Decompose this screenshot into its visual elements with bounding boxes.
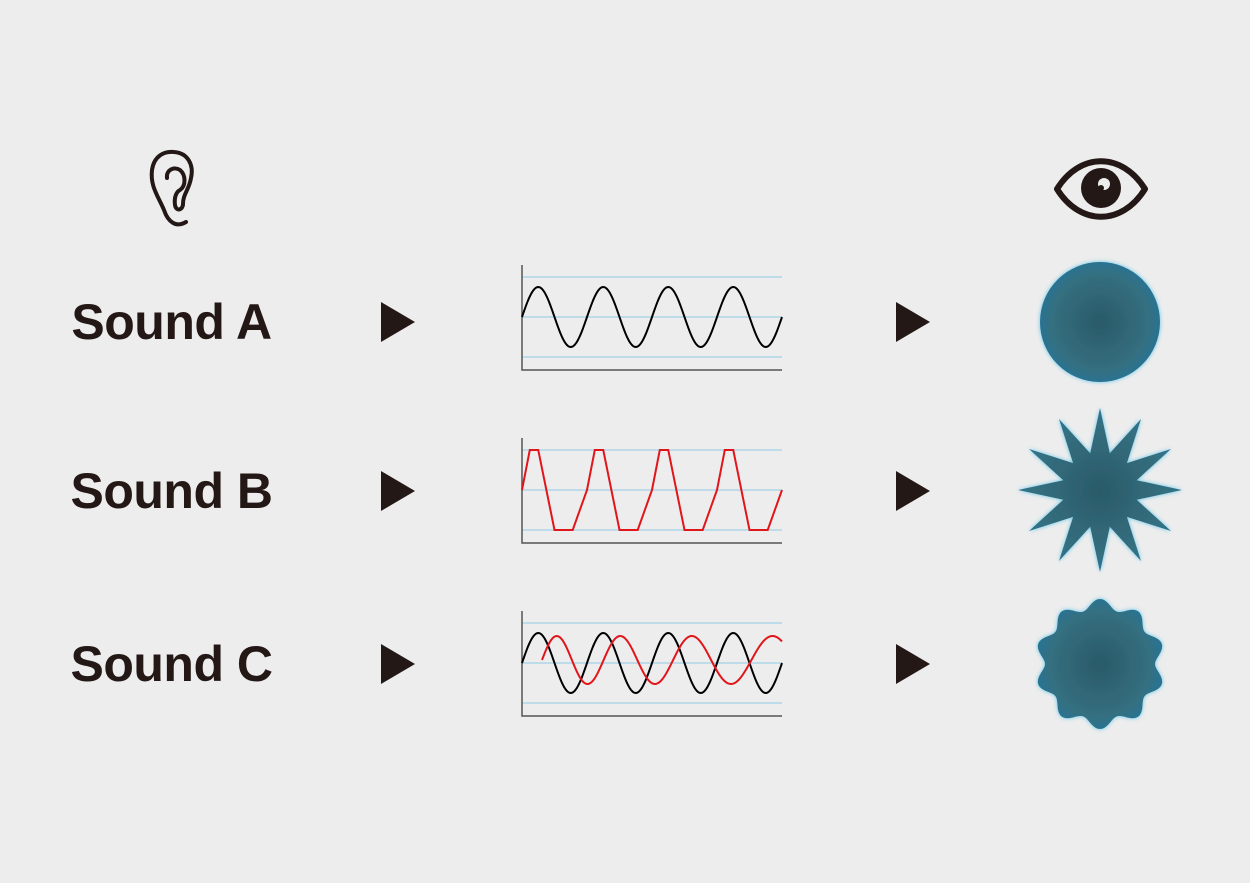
play-triangle-icon — [381, 302, 415, 342]
chart-axis — [521, 438, 782, 544]
wave-line-red — [521, 449, 783, 531]
play-triangle-icon — [896, 302, 930, 342]
waveform-chart — [521, 611, 783, 717]
waveform-chart — [521, 265, 783, 371]
ear-icon — [149, 149, 194, 227]
waveform-chart — [521, 438, 783, 544]
play-triangle-icon — [896, 644, 930, 684]
eye-icon — [1054, 158, 1148, 220]
chart-axis — [521, 265, 782, 371]
circle-shape — [1040, 262, 1160, 382]
sound-b-label: Sound B — [70, 463, 273, 519]
sound-a-label: Sound A — [71, 294, 272, 350]
play-triangle-icon — [896, 471, 930, 511]
arrows — [381, 302, 930, 684]
play-triangle-icon — [381, 644, 415, 684]
wave-line-black — [521, 632, 783, 694]
wave-line-red — [541, 635, 783, 686]
chart-axis — [521, 611, 782, 717]
wave-line-black — [521, 286, 783, 348]
sound-c-label: Sound C — [70, 636, 273, 692]
wavy-circle-shape — [1037, 599, 1163, 729]
star-shape — [1018, 408, 1182, 572]
play-triangle-icon — [381, 471, 415, 511]
